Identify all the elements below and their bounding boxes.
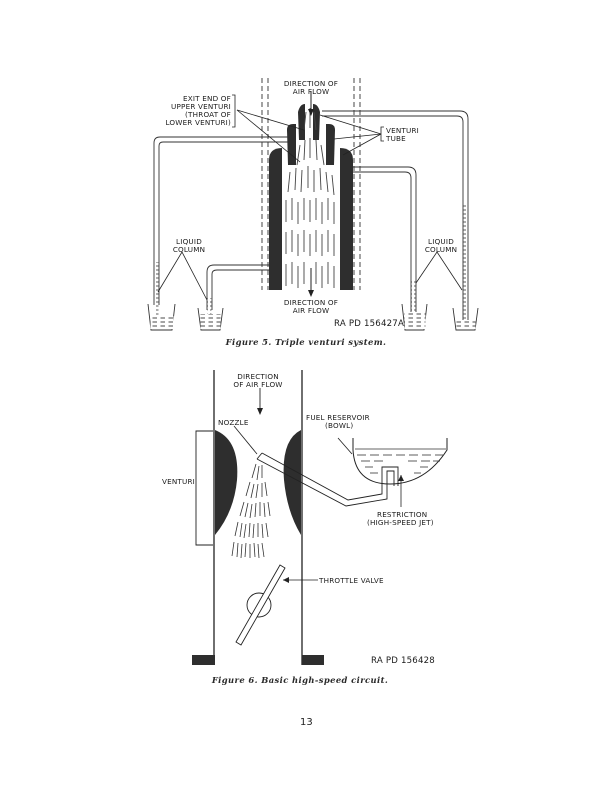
upper-venturi-left (298, 104, 305, 140)
fig6-label-fuel-reservoir-1: FUEL RESERVOIR (306, 413, 370, 422)
fig5-label-liquid-right-2: COLUMN (425, 245, 457, 254)
liquid-column-right (411, 280, 416, 316)
fuel-spray (231, 463, 271, 559)
fig5-label-venturi-tube-2: TUBE (385, 134, 406, 143)
beaker-liquid-3 (404, 312, 426, 329)
liquid-column-left (207, 298, 212, 318)
fuel-tube (256, 452, 388, 507)
fig6-caption: Figure 6. Basic high-speed circuit. (211, 675, 388, 685)
fig5-label-liquid-left-2: COLUMN (173, 245, 205, 254)
fig6-label-throttle-valve: THROTTLE VALVE (318, 576, 384, 585)
beaker-liquid-2 (200, 314, 221, 329)
base-flange-left (192, 655, 215, 665)
venturi-bracket (195, 430, 213, 546)
leader-lines (157, 109, 463, 301)
liquid-column-far-left (154, 262, 159, 316)
fig6-ref-number: RA PD 156428 (371, 656, 435, 666)
fig6-label-fuel-reservoir-2: (BOWL) (325, 421, 353, 430)
fig5-label-exit-end-4: LOWER VENTURI) (165, 118, 231, 127)
fig5-label-exit-end-2: UPPER VENTURI (171, 102, 231, 111)
fig5-label-direction-top-2: AIR FLOW (293, 87, 330, 96)
duct-dashed-walls (261, 78, 361, 290)
fig6-label-direction-2: OF AIR FLOW (233, 380, 282, 389)
outer-venturi-right-wall (340, 148, 353, 290)
venturi-right (283, 430, 301, 535)
fig5-ref-number: RA PD 156427A (334, 319, 404, 329)
figure-5-triple-venturi: DIRECTION OF AIR FLOW EXIT END OF UPPER … (147, 78, 479, 347)
fig5-caption: Figure 5. Triple venturi system. (225, 337, 387, 347)
fig5-label-exit-end-1: EXIT END OF (183, 94, 231, 103)
fig5-label-venturi-tube-1: VENTURI (386, 126, 419, 135)
fig5-label-direction-top-1: DIRECTION OF (284, 79, 338, 88)
fig6-label-nozzle: NOZZLE (218, 418, 249, 427)
fig6-label-direction-1: DIRECTION (237, 372, 279, 381)
fig6-label-restriction-1: RESTRICTION (377, 510, 427, 519)
fig5-label-direction-bottom-1: DIRECTION OF (284, 298, 338, 307)
venturi-left (215, 430, 238, 535)
base-flange-right (302, 655, 324, 665)
fig5-label-liquid-right-1: LIQUID (428, 237, 454, 246)
outer-venturi-left-wall (269, 148, 282, 290)
fig5-label-exit-end-3: (THROAT OF (185, 110, 231, 119)
upper-venturi-right (313, 104, 320, 140)
fig5-label-liquid-left-1: LIQUID (176, 237, 202, 246)
page-number: 13 (300, 717, 313, 728)
fig6-label-venturi: VENTURI (162, 477, 195, 486)
figure-6-high-speed-circuit: DIRECTION OF AIR FLOW NOZZLE VENTURI FUE… (162, 370, 448, 685)
fuel-bowl-liquid (355, 448, 446, 474)
high-speed-jet (381, 466, 399, 486)
beaker-liquid-4 (456, 320, 476, 329)
fig6-label-restriction-2: (HIGH-SPEED JET) (367, 518, 434, 527)
manometer-tubes (153, 110, 469, 325)
liquid-column-far-right (463, 205, 468, 323)
middle-venturi-left (287, 124, 296, 165)
fig5-label-direction-bottom-2: AIR FLOW (293, 306, 330, 315)
fuel-bowl (352, 438, 448, 485)
throttle-valve (235, 564, 286, 646)
beaker-liquid-1 (150, 316, 174, 329)
middle-venturi-right (326, 124, 335, 165)
